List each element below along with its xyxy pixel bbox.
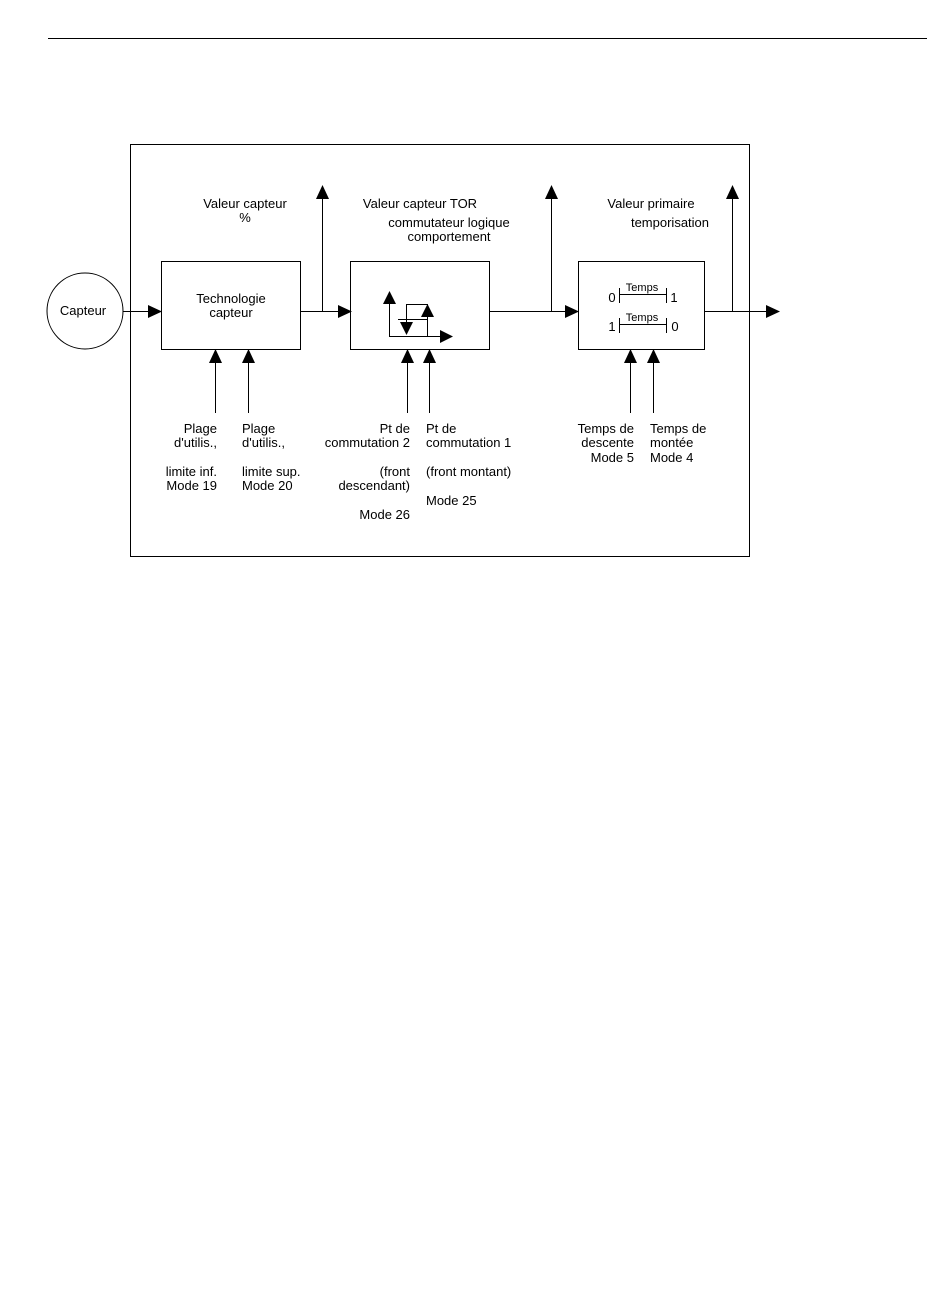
sensor-label: Capteur: [60, 303, 107, 318]
diagram-frame: [130, 144, 750, 557]
svg-text:temporisation: temporisation: [631, 215, 709, 230]
svg-text:limite inf.: limite inf.: [166, 464, 217, 479]
arrow-sensor-value-out: [316, 185, 329, 199]
switching-block: [350, 261, 490, 350]
svg-text:%: %: [239, 210, 251, 225]
input-arrow-range-low: [209, 349, 222, 363]
svg-text:Mode 4: Mode 4: [650, 450, 693, 465]
svg-text:(front montant): (front montant): [426, 464, 511, 479]
technology-label-line2: capteur: [209, 305, 253, 320]
svg-text:commutateur logique: commutateur logique: [388, 215, 509, 230]
input-arrow-range-high: [242, 349, 255, 363]
timer-row1-label: Temps: [626, 282, 659, 294]
label-range-high: Plage d'utilis., limite sup. Mode 20: [242, 421, 301, 493]
svg-text:limite sup.: limite sup.: [242, 464, 301, 479]
label-switch-point-2: Pt de commutation 2 (front descendant) M…: [325, 421, 411, 522]
svg-text:Valeur capteur TOR: Valeur capteur TOR: [363, 196, 477, 211]
timer-row2-label: Temps: [626, 312, 659, 324]
label-tor-value: Valeur capteur TOR commutateur logique c…: [363, 196, 510, 244]
sensor-node: Capteur: [46, 272, 124, 350]
svg-text:Plage: Plage: [242, 421, 275, 436]
svg-text:Mode 19: Mode 19: [166, 478, 217, 493]
svg-text:Pt de: Pt de: [426, 421, 456, 436]
label-sensor-value: Valeur capteur %: [203, 196, 287, 225]
arrow-into-technology: [148, 305, 162, 318]
arrow-tor-value-out: [545, 185, 558, 199]
svg-text:Valeur primaire: Valeur primaire: [607, 196, 694, 211]
hysteresis-icon: [383, 291, 453, 343]
svg-text:Mode 5: Mode 5: [591, 450, 634, 465]
svg-text:Temps de: Temps de: [650, 421, 706, 436]
svg-text:descendant): descendant): [338, 478, 410, 493]
label-switch-point-1: Pt de commutation 1 (front montant) Mode…: [426, 421, 511, 508]
svg-text:Temps de: Temps de: [578, 421, 634, 436]
label-primary-value: Valeur primaire temporisation: [607, 196, 709, 230]
svg-text:d'utilis.,: d'utilis.,: [242, 435, 285, 450]
label-fall-time: Temps de descente Mode 5: [578, 421, 634, 465]
svg-text:d'utilis.,: d'utilis.,: [174, 435, 217, 450]
input-arrow-rise-time: [647, 349, 660, 363]
label-range-low: Plage d'utilis., limite inf. Mode 19: [166, 421, 217, 493]
svg-text:Mode 26: Mode 26: [359, 507, 410, 522]
input-arrow-switch-point-1: [423, 349, 436, 363]
svg-text:Pt de: Pt de: [380, 421, 410, 436]
svg-text:commutation 2: commutation 2: [325, 435, 410, 450]
timer-block: 0 Temps 1 1 Temps 0: [578, 261, 705, 350]
label-rise-time: Temps de montée Mode 4: [650, 421, 706, 465]
svg-text:comportement: comportement: [407, 229, 490, 244]
arrow-into-timer: [565, 305, 579, 318]
svg-text:(front: (front: [380, 464, 411, 479]
svg-text:Mode 25: Mode 25: [426, 493, 477, 508]
svg-text:descente: descente: [581, 435, 634, 450]
svg-text:Plage: Plage: [184, 421, 217, 436]
technology-label-line1: Technologie: [196, 291, 265, 306]
input-arrow-switch-point-2: [401, 349, 414, 363]
arrow-into-switching: [338, 305, 352, 318]
svg-text:Mode 20: Mode 20: [242, 478, 293, 493]
svg-text:montée: montée: [650, 435, 693, 450]
timer-row1-right: 1: [670, 290, 677, 305]
svg-text:commutation 1: commutation 1: [426, 435, 511, 450]
svg-text:Valeur capteur: Valeur capteur: [203, 196, 287, 211]
arrow-final-output: [766, 305, 780, 318]
technology-block: Technologie capteur: [161, 261, 301, 350]
arrow-primary-value-out: [726, 185, 739, 199]
timer-row2-right: 0: [671, 319, 678, 334]
timer-row2-left: 1: [608, 319, 615, 334]
timer-row1-left: 0: [608, 290, 615, 305]
input-arrow-fall-time: [624, 349, 637, 363]
